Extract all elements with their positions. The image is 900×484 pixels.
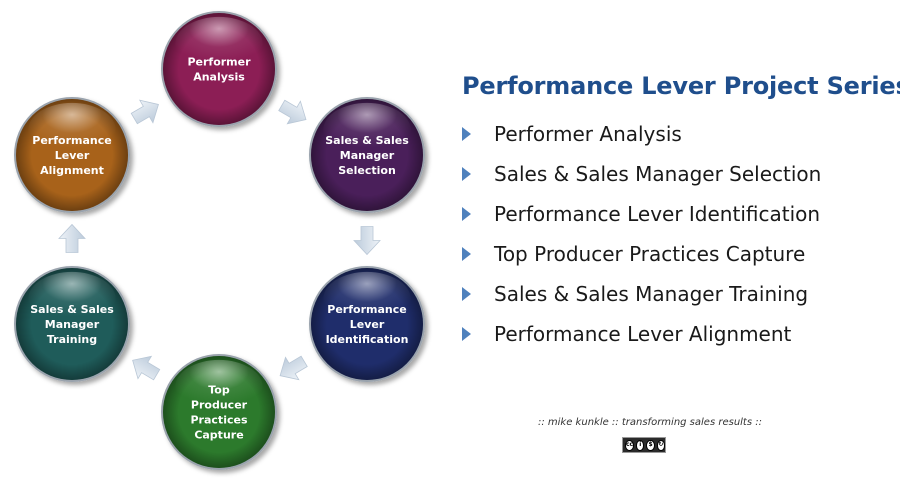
series-item-label: Top Producer Practices Capture [494, 242, 806, 266]
node-label-line: Sales & Sales [325, 134, 409, 147]
creative-commons-icon: cc [625, 439, 635, 451]
node-label-line: Manager [340, 149, 395, 162]
triangle-bullet-icon [462, 167, 471, 181]
noncommercial-icon: $ [646, 439, 655, 451]
series-title: Performance Lever Project Series [462, 72, 900, 100]
flow-arrow-icon [279, 355, 308, 381]
flow-arrow-icon [278, 99, 307, 125]
flow-arrow-icon [130, 99, 159, 125]
flow-arrow-icon [353, 226, 381, 256]
series-item-identification: Performance Lever Identification [462, 194, 821, 234]
node-label-line: Selection [338, 164, 396, 177]
triangle-bullet-icon [462, 207, 471, 221]
series-item-training: Sales & Sales Manager Training [462, 274, 821, 314]
series-item-selection: Sales & Sales Manager Selection [462, 154, 821, 194]
node-label-line: Capture [194, 429, 243, 442]
attribution-icon: i [636, 439, 645, 451]
series-item-label: Sales & Sales Manager Training [494, 282, 809, 306]
series-item-alignment: Performance Lever Alignment [462, 314, 821, 354]
node-label-line: Lever [55, 149, 90, 162]
series-item-label: Sales & Sales Manager Selection [494, 162, 822, 186]
node-label-line: Performer [187, 56, 251, 69]
node-label-line: Identification [326, 333, 409, 346]
node-label-line: Sales & Sales [30, 303, 114, 316]
triangle-bullet-icon [462, 127, 471, 141]
series-item-capture: Top Producer Practices Capture [462, 234, 821, 274]
series-item-label: Performance Lever Identification [494, 202, 821, 226]
node-label-line: Manager [45, 318, 100, 331]
footer-credit: :: mike kunkle :: transforming sales res… [538, 417, 762, 428]
node-label-line: Training [47, 333, 97, 346]
creative-commons-license-badge[interactable]: cc i $ ↻ [622, 437, 666, 453]
flow-arrow-icon [58, 223, 86, 253]
series-list: Performer Analysis Sales & Sales Manager… [462, 114, 821, 354]
series-item-label: Performance Lever Alignment [494, 322, 792, 346]
node-label-line: Analysis [193, 71, 245, 84]
series-item-performer-analysis: Performer Analysis [462, 114, 821, 154]
node-label-line: Alignment [40, 164, 104, 177]
triangle-bullet-icon [462, 327, 471, 341]
node-label-line: Lever [350, 318, 385, 331]
node-label-line: Performance [32, 134, 111, 147]
share-alike-icon: ↻ [656, 439, 666, 451]
series-item-label: Performer Analysis [494, 122, 682, 146]
flow-arrow-icon [132, 355, 161, 381]
node-label-line: Top [208, 384, 230, 397]
node-label-line: Performance [327, 303, 406, 316]
triangle-bullet-icon [462, 287, 471, 301]
triangle-bullet-icon [462, 247, 471, 261]
node-label-line: Practices [191, 414, 248, 427]
node-label-line: Producer [191, 399, 248, 412]
